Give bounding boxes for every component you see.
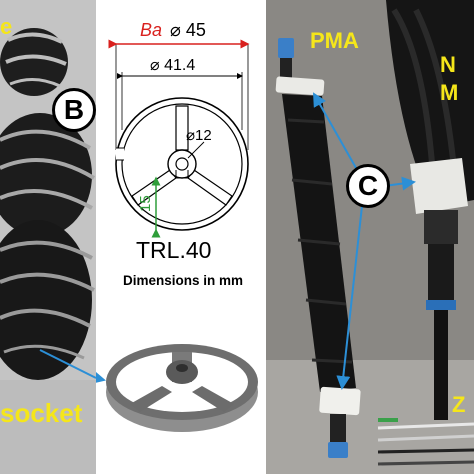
outer-ring	[115, 97, 249, 231]
pma-photo	[266, 0, 474, 474]
marker-b: B	[52, 88, 96, 132]
right-photo-panel: PMA N M Z	[266, 0, 474, 474]
marker-c: C	[346, 164, 390, 208]
ball-socket-photo	[0, 0, 96, 474]
inner-diameter-label: ⌀ 41.4	[150, 57, 195, 74]
dimensions-caption: Dimensions in mm	[122, 273, 244, 288]
model-label: TRL.40	[136, 237, 212, 263]
technical-drawing-panel: Ba ⌀ 45 ⌀ 41.4 ⌀12 15 TRL.40 Dimensions …	[96, 0, 266, 474]
outer-diameter-label: ⌀ 45	[170, 20, 206, 40]
left-photo-panel: e socket	[0, 0, 96, 474]
ba-label: Ba	[140, 20, 162, 40]
label-socket: socket	[0, 398, 83, 428]
trl40-drawing: Ba ⌀ 45 ⌀ 41.4 ⌀12 15	[96, 20, 258, 432]
label-right-bottom: Z	[452, 392, 466, 417]
hub-diameter-label: ⌀12	[186, 127, 212, 144]
label-pma: PMA	[310, 28, 359, 53]
label-top-left-fragment: e	[0, 14, 13, 39]
ring-3d-render	[106, 344, 258, 432]
label-right-top-1: N	[440, 52, 456, 77]
spoke-dimension-label: 15	[137, 195, 154, 212]
label-right-top-2: M	[440, 80, 459, 105]
inner-ring	[121, 103, 243, 225]
